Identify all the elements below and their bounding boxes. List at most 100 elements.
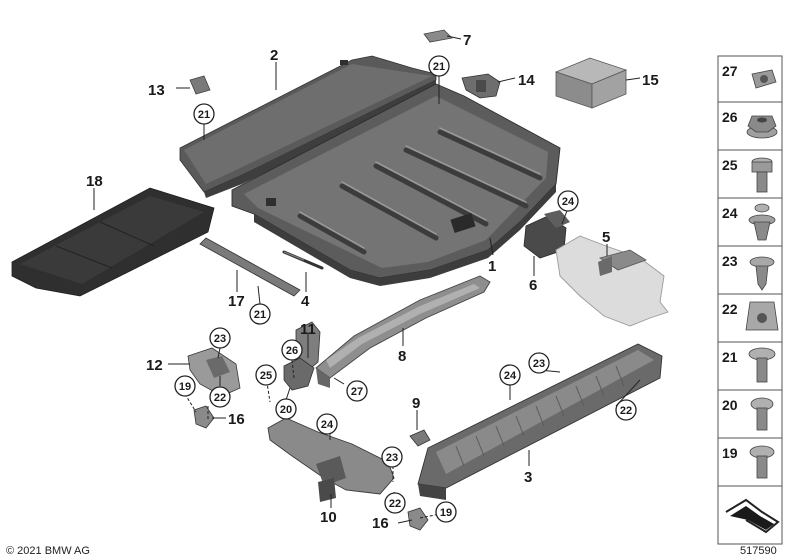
callout-7: 7 xyxy=(463,32,471,49)
circled-21-b: 21 xyxy=(428,55,450,77)
svg-text:25: 25 xyxy=(722,157,738,173)
callout-12: 12 xyxy=(146,357,163,374)
callout-13: 13 xyxy=(148,82,165,99)
circled-22-b: 22 xyxy=(615,399,637,421)
callout-15: 15 xyxy=(642,72,659,89)
fillister-screw-icon xyxy=(751,157,773,193)
sidebar-item-24[interactable]: 24 xyxy=(722,203,776,241)
callout-16-left: 16 xyxy=(228,411,245,428)
sidebar-item-26[interactable]: 26 xyxy=(722,109,778,139)
hex-socket-screw-icon xyxy=(750,397,774,431)
svg-text:24: 24 xyxy=(321,419,334,431)
circled-26: 26 xyxy=(281,339,303,361)
floor-panel-ribs xyxy=(297,129,543,255)
svg-text:22: 22 xyxy=(620,405,632,417)
callout-labels: 1 2 3 4 5 6 7 8 9 10 11 12 13 14 15 16 1… xyxy=(86,32,659,532)
svg-text:20: 20 xyxy=(280,404,292,416)
svg-text:27: 27 xyxy=(351,386,363,398)
part-4-strut[interactable] xyxy=(282,250,324,270)
circled-23-c: 23 xyxy=(381,446,403,468)
circled-27: 27 xyxy=(346,380,368,402)
leader-lines xyxy=(93,35,641,524)
sidebar-item-27[interactable]: 27 xyxy=(722,63,777,89)
part-18-floor-mat[interactable] xyxy=(11,187,215,297)
sidebar-item-21[interactable]: 21 xyxy=(722,347,776,383)
circled-25: 25 xyxy=(255,364,277,386)
trim-panel-ribs xyxy=(455,365,625,467)
callout-18: 18 xyxy=(86,173,103,190)
sidebar-item-20[interactable]: 20 xyxy=(722,397,774,431)
svg-text:21: 21 xyxy=(722,349,738,365)
small-parts-panel: 27 26 25 24 xyxy=(717,55,783,545)
circled-20: 20 xyxy=(275,398,297,420)
circled-23-a: 23 xyxy=(209,327,231,349)
svg-text:24: 24 xyxy=(504,370,517,382)
svg-text:21: 21 xyxy=(254,309,266,321)
sidebar-item-25[interactable]: 25 xyxy=(722,157,773,193)
cage-nut-icon xyxy=(751,69,777,89)
svg-text:26: 26 xyxy=(722,109,738,125)
part-17-seal-strip[interactable] xyxy=(199,237,301,297)
callout-17: 17 xyxy=(228,293,245,310)
circled-21-c: 21 xyxy=(249,303,271,325)
part-2-cover-strip[interactable] xyxy=(179,55,437,198)
svg-text:23: 23 xyxy=(214,333,226,345)
svg-text:20: 20 xyxy=(722,397,738,413)
part-3-trim-panel[interactable] xyxy=(417,343,663,500)
part-8-support-bracket[interactable] xyxy=(315,275,491,388)
part-7-clip[interactable] xyxy=(423,29,453,43)
svg-text:19: 19 xyxy=(179,381,191,393)
callout-4: 4 xyxy=(301,293,310,310)
callout-10: 10 xyxy=(320,509,337,526)
callout-9: 9 xyxy=(412,395,420,412)
callout-11: 11 xyxy=(300,321,316,338)
part-15-foam-box[interactable] xyxy=(554,57,628,109)
part-9-clip[interactable] xyxy=(409,429,431,447)
part-11-hinge[interactable] xyxy=(283,321,321,391)
circled-24-c: 24 xyxy=(316,413,338,435)
svg-text:24: 24 xyxy=(562,196,575,208)
diagram-number: 517590 xyxy=(740,545,777,557)
circled-22-c: 22 xyxy=(384,492,406,514)
svg-text:22: 22 xyxy=(214,392,226,404)
svg-text:19: 19 xyxy=(722,445,738,461)
svg-text:23: 23 xyxy=(722,253,738,269)
svg-text:21: 21 xyxy=(433,61,445,73)
circled-24-a: 24 xyxy=(557,190,579,212)
callout-2: 2 xyxy=(270,47,278,64)
hex-bolt-icon xyxy=(749,445,775,479)
circled-22-a: 22 xyxy=(209,386,231,408)
callout-8: 8 xyxy=(398,348,406,365)
circled-24-b: 24 xyxy=(499,364,521,386)
callout-5: 5 xyxy=(602,229,610,246)
circled-19-a: 19 xyxy=(174,375,196,397)
sidebar-item-19[interactable]: 19 xyxy=(722,445,775,479)
part-14-bracket[interactable] xyxy=(461,73,501,99)
part-13-cap[interactable] xyxy=(189,75,211,95)
circled-21-a: 21 xyxy=(193,103,215,125)
svg-text:23: 23 xyxy=(533,358,545,370)
svg-text:26: 26 xyxy=(286,345,298,357)
part-12-mount[interactable] xyxy=(187,347,241,397)
pan-head-screw-icon xyxy=(748,347,776,383)
part-1-floor-panel[interactable] xyxy=(231,83,561,286)
svg-text:22: 22 xyxy=(722,301,738,317)
svg-text:19: 19 xyxy=(440,507,452,519)
part-16-bracket-right[interactable] xyxy=(407,507,429,531)
sidebar-item-23[interactable]: 23 xyxy=(722,253,775,291)
part-5-bracket-assembly[interactable] xyxy=(555,235,669,327)
callout-16-right: 16 xyxy=(372,515,389,532)
svg-text:21: 21 xyxy=(198,109,210,121)
part-16-bracket-left[interactable] xyxy=(193,405,215,429)
circled-23-b: 23 xyxy=(528,352,550,374)
svg-text:24: 24 xyxy=(722,205,738,221)
svg-text:25: 25 xyxy=(260,370,272,382)
parts-list-icon[interactable] xyxy=(725,498,780,534)
expanding-rivet-icon xyxy=(748,203,776,241)
callout-14: 14 xyxy=(518,72,535,89)
sidebar-item-22[interactable]: 22 xyxy=(722,301,779,331)
sheet-nut-icon xyxy=(745,301,779,331)
part-6-holder[interactable] xyxy=(523,210,570,259)
svg-text:22: 22 xyxy=(389,498,401,510)
svg-text:23: 23 xyxy=(386,452,398,464)
